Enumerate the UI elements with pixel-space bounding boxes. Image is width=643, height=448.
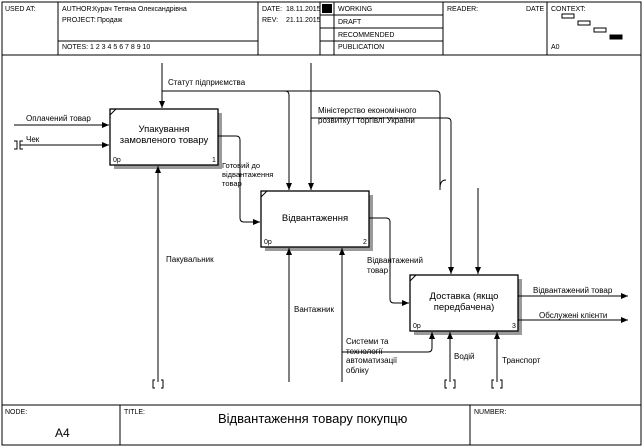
arrow-shipped-goods-mid (369, 217, 409, 306)
activity-1-box (109, 108, 219, 166)
notes-label: NOTES: (62, 44, 89, 51)
status-recommended[interactable]: RECOMMENDED (338, 32, 395, 39)
node-value: A4 (55, 426, 70, 440)
label-systems: Системи та технології автоматизації облі… (346, 337, 398, 375)
activity-1-cost: 0р (113, 157, 121, 164)
activity-2-name[interactable]: Відвантаження (281, 213, 349, 224)
label-receipt: Чек (26, 135, 40, 144)
activity-3-cost: 0р (413, 323, 421, 330)
activity-3-name[interactable]: Доставка (якщо передбачена) (429, 291, 499, 313)
author-value: Курач Тетяна Олександрівна (93, 6, 187, 13)
used-at-label: USED AT: (5, 6, 36, 13)
label-ministry: Міністерство економічного розвитку і тор… (318, 106, 417, 125)
activity-1-number: 1 (212, 157, 216, 164)
arrow-ready-goods (218, 135, 260, 225)
status-publication[interactable]: PUBLICATION (338, 44, 385, 51)
label-transport: Транспорт (502, 356, 541, 365)
label-statute: Статут підприємства (168, 78, 246, 87)
project-label: PROJECT: (62, 17, 96, 24)
label-packer: Пакувальник (166, 255, 214, 264)
activity-1-name[interactable]: Упакування замовленого товару (119, 124, 209, 146)
label-served-clients: Обслужені клієнти (539, 311, 608, 320)
context-label: CONTEXT: (551, 6, 586, 13)
activity-3-box (409, 274, 519, 332)
project-value: Продаж (97, 17, 123, 24)
status-working-marker[interactable] (322, 4, 332, 13)
arrow-statute (159, 63, 441, 190)
arrow-systems (339, 248, 435, 382)
activity-3-number: 3 (512, 323, 516, 330)
label-shipped-goods-mid: Відвантажений товар (367, 256, 423, 275)
notes-value: 1 2 3 4 5 6 7 8 9 10 (90, 44, 151, 51)
activity-2-number: 2 (363, 239, 367, 246)
activity-2-box (260, 190, 370, 248)
number-label: NUMBER: (474, 409, 507, 416)
label-paid-goods: Оплачений товар (26, 114, 91, 123)
context-thumbnail (561, 13, 623, 40)
context-node: A0 (551, 44, 560, 51)
author-label: AUTHOR: (62, 6, 94, 13)
title-label: TITLE: (124, 409, 146, 416)
arrow-ministry (308, 63, 481, 274)
reader-date-label: DATE (526, 6, 545, 13)
diagram-title: Відвантаження товару покупцю (218, 411, 408, 426)
label-shipped-goods-out: Відвантажений товар (533, 286, 613, 295)
label-driver: Водій (454, 352, 475, 361)
status-working[interactable]: WORKING (338, 6, 373, 13)
date-value: 18.11.2015 (286, 6, 321, 13)
activity-2-cost: 0р (264, 239, 272, 246)
node-label: NODE: (5, 409, 28, 416)
label-ready-goods: Готовий до відвантаження товар (222, 161, 274, 188)
date-label: DATE: (262, 6, 283, 13)
rev-label: REV: (262, 17, 279, 24)
arrow-receipt (14, 140, 109, 150)
rev-value: 21.11.2015 (286, 17, 321, 24)
status-draft[interactable]: DRAFT (338, 19, 362, 26)
reader-label: READER: (447, 6, 479, 13)
label-loader: Вантажник (294, 305, 334, 314)
